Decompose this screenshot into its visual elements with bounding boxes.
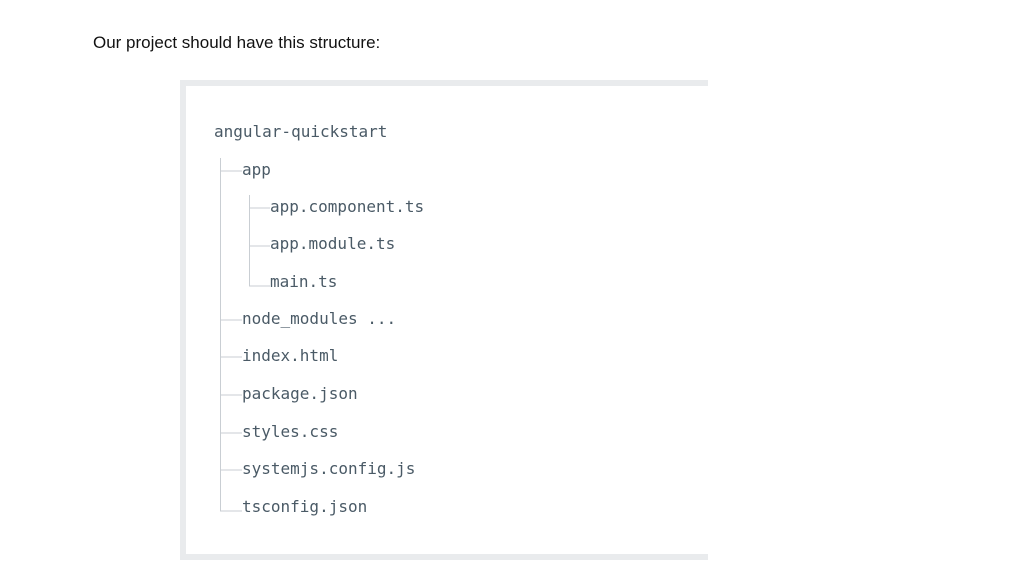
file-tree: angular-quickstart app app.component.ts … [186, 86, 708, 554]
tree-connector-lines [220, 158, 270, 512]
tree-file-app-module: app.module.ts [270, 234, 396, 253]
tree-file-systemjs: systemjs.config.js [242, 459, 416, 478]
tree-file-package: package.json [242, 384, 358, 403]
tree-file-index: index.html [242, 346, 339, 365]
tree-folder-app: app [242, 160, 271, 179]
tree-file-styles: styles.css [242, 422, 339, 441]
tree-file-app-component: app.component.ts [270, 197, 425, 216]
tree-folder-node-modules: node_modules ... [242, 309, 397, 328]
tree-file-tsconfig: tsconfig.json [242, 497, 368, 516]
tree-file-main: main.ts [270, 272, 338, 291]
tree-root-folder: angular-quickstart [214, 122, 388, 141]
slide-heading: Our project should have this structure: [93, 33, 381, 52]
file-tree-panel: angular-quickstart app app.component.ts … [180, 80, 708, 560]
